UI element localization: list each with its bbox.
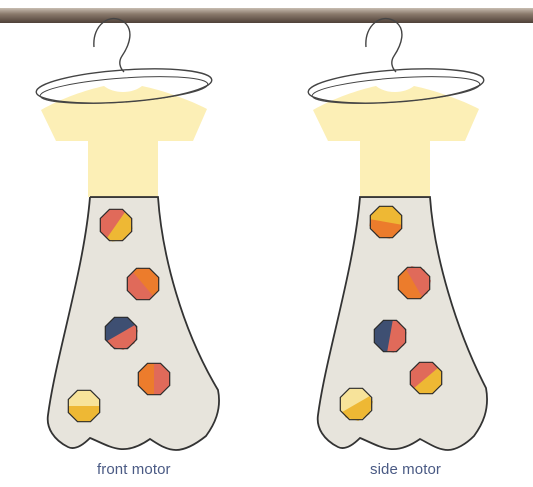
side-motor-garment [307,19,487,450]
caption-side-motor: side motor [370,461,441,478]
hanging-rod [0,8,533,23]
caption-front-motor: front motor [97,461,171,478]
front-motor-garment [35,19,219,450]
